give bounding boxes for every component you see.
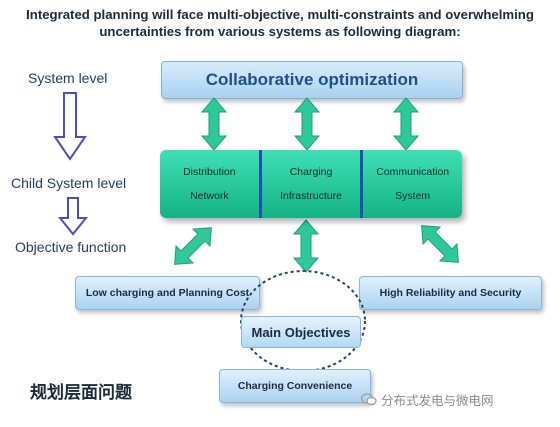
system-level-label: System level bbox=[28, 70, 108, 86]
diagram-heading: Integrated planning will face multi-obje… bbox=[6, 6, 554, 40]
double-headed-arrow-icon bbox=[412, 216, 468, 272]
double-headed-arrow-icon bbox=[165, 218, 221, 274]
child-system-level-label: Child System level bbox=[11, 175, 127, 191]
child-systems-box: Distribution Network Charging Infrastruc… bbox=[160, 150, 462, 218]
reliability-objective-box: High Reliability and Security bbox=[359, 276, 542, 310]
low-cost-objective-label: Low charging and Planning Cost bbox=[85, 287, 250, 299]
main-objectives-label: Main Objectives bbox=[251, 324, 351, 340]
watermark: 分布式发电与微电网 bbox=[361, 390, 494, 409]
charging-convenience-label: Charging Convenience bbox=[237, 380, 353, 392]
heading-line-2: uncertainties from various systems as fo… bbox=[99, 24, 461, 39]
communication-system-cell: Communication System bbox=[363, 150, 462, 218]
objective-function-label: Objective function bbox=[15, 239, 127, 255]
charging-infrastructure-cell: Charging Infrastructure bbox=[262, 150, 361, 218]
heading-line-1: Integrated planning will face multi-obje… bbox=[26, 7, 534, 22]
chinese-title: 规划层面问题 bbox=[30, 383, 132, 403]
watermark-text: 分布式发电与微电网 bbox=[381, 393, 494, 408]
child-label-line1: Distribution bbox=[183, 166, 236, 178]
child-label-line2: System bbox=[395, 190, 431, 202]
low-cost-objective-box: Low charging and Planning Cost bbox=[75, 276, 260, 310]
double-headed-arrow-icon bbox=[294, 97, 320, 151]
double-headed-arrow-icon bbox=[201, 97, 227, 151]
collaborative-optimization-label: Collaborative optimization bbox=[205, 70, 419, 89]
child-divider bbox=[258, 150, 262, 218]
child-label-line2: Infrastructure bbox=[280, 190, 342, 202]
charging-convenience-box: Charging Convenience bbox=[219, 369, 371, 403]
reliability-objective-label: High Reliability and Security bbox=[379, 287, 522, 299]
wechat-icon bbox=[361, 393, 377, 406]
double-headed-arrow-icon bbox=[293, 219, 319, 273]
main-objectives-box: Main Objectives bbox=[241, 316, 361, 348]
child-label-line1: Communication bbox=[376, 166, 450, 178]
hollow-down-arrow-icon bbox=[53, 92, 87, 161]
child-label-line2: Network bbox=[190, 190, 229, 202]
collaborative-optimization-box: Collaborative optimization bbox=[161, 61, 463, 99]
child-label-line1: Charging bbox=[289, 166, 333, 178]
distribution-network-cell: Distribution Network bbox=[160, 150, 259, 218]
child-divider bbox=[360, 150, 364, 218]
hollow-down-arrow-icon bbox=[58, 197, 88, 236]
double-headed-arrow-icon bbox=[393, 97, 419, 151]
